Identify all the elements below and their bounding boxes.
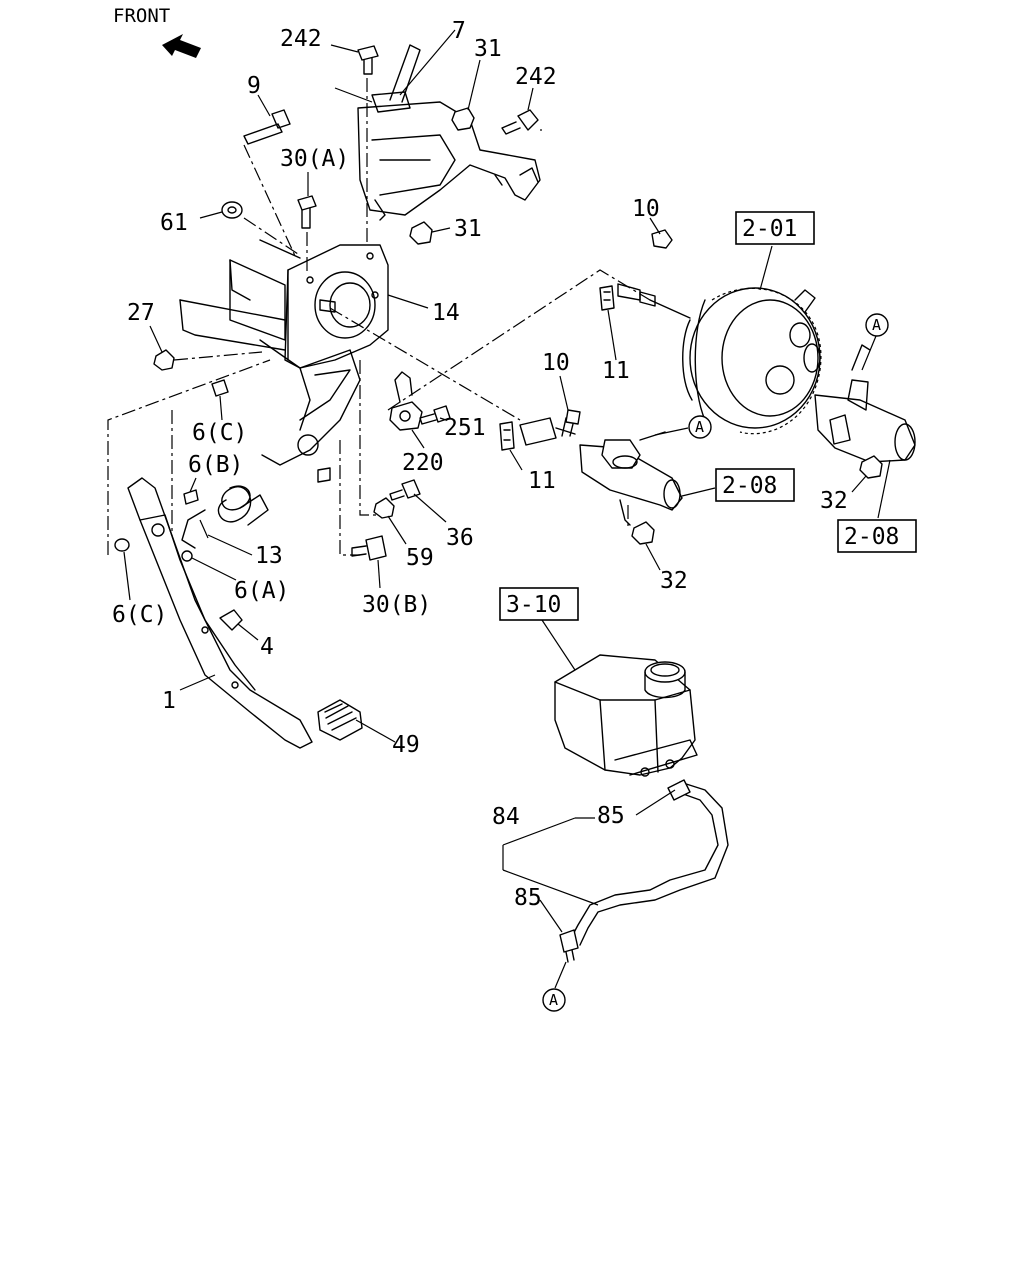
clip-11-mid — [499, 421, 515, 451]
circled-letter-icon: A — [865, 313, 889, 337]
nut-59 — [373, 497, 395, 519]
pedal-bracket — [179, 239, 389, 466]
bolt-36 — [389, 479, 421, 501]
label-85-top: 85 — [597, 803, 625, 829]
circle-a-right-label: A — [872, 316, 881, 334]
bolt-242-top — [357, 45, 379, 75]
front-label: FRONT — [113, 5, 170, 27]
circle-a-mid-label: A — [695, 418, 704, 436]
nut-31-top — [451, 107, 475, 131]
label-6a: 6(A) — [234, 578, 289, 604]
pedal-pad-49 — [317, 699, 363, 741]
nut-32-right — [859, 455, 883, 479]
label-59: 59 — [406, 545, 434, 571]
ref-box-2-01[interactable]: 2-01 — [735, 211, 815, 245]
fitting-mid — [519, 417, 576, 446]
label-14: 14 — [432, 300, 460, 326]
label-84: 84 — [492, 804, 520, 830]
label-36: 36 — [446, 525, 474, 551]
hose-84 — [559, 779, 729, 963]
bolt-30a — [297, 195, 317, 229]
circled-letter-icon: A — [688, 415, 712, 439]
part-labels: 242 7 31 242 9 30(A) 61 31 10 14 27 11 1… — [112, 18, 848, 911]
bushing-6a — [181, 550, 193, 562]
label-32-right: 32 — [820, 488, 848, 514]
clevis-4 — [219, 609, 243, 631]
label-31-top: 31 — [474, 36, 502, 62]
label-1: 1 — [162, 688, 176, 714]
label-251: 251 — [444, 415, 486, 441]
label-242-right: 242 — [515, 64, 557, 90]
master-cylinder-mid — [579, 431, 683, 530]
label-13: 13 — [255, 543, 283, 569]
ref-box-2-08-right[interactable]: 2-08 — [837, 519, 917, 553]
bolt-10-mid — [561, 409, 581, 437]
label-10-top: 10 — [632, 196, 660, 222]
label-11-mid: 11 — [528, 468, 556, 494]
ref-box-3-10-label: 3-10 — [506, 592, 561, 618]
bolt-251 — [419, 405, 451, 425]
ref-box-2-01-label: 2-01 — [742, 216, 797, 242]
bushing-6c-left — [114, 538, 130, 552]
ref-box-2-08-right-label: 2-08 — [844, 524, 899, 550]
label-9: 9 — [247, 73, 261, 99]
label-6c-left: 6(C) — [112, 602, 167, 628]
label-220: 220 — [402, 450, 444, 476]
bolt-30b — [351, 535, 387, 561]
label-6b: 6(B) — [188, 452, 243, 478]
washer-61 — [221, 201, 243, 219]
nut-32-mid — [631, 521, 655, 545]
label-242-top: 242 — [280, 26, 322, 52]
nut-31-mid — [409, 221, 433, 245]
brake-pedal — [127, 477, 313, 749]
label-30b: 30(B) — [362, 592, 431, 618]
label-49: 49 — [392, 732, 420, 758]
circled-letter-icon: A — [542, 988, 566, 1012]
clip-11-top — [599, 285, 615, 311]
label-6c-mid: 6(C) — [192, 420, 247, 446]
leader-lines — [123, 29, 891, 989]
label-11-top: 11 — [602, 358, 630, 384]
bushing-6c-mid — [211, 379, 229, 397]
clip-6b — [183, 489, 199, 505]
label-4: 4 — [260, 634, 274, 660]
brake-booster — [617, 283, 822, 435]
label-30a: 30(A) — [280, 146, 349, 172]
label-85-bottom: 85 — [514, 885, 542, 911]
reservoir-tank — [554, 654, 698, 777]
circle-a-bottom-label: A — [549, 991, 558, 1009]
label-31-mid: 31 — [454, 216, 482, 242]
label-27: 27 — [127, 300, 155, 326]
spring-13 — [181, 485, 269, 549]
label-61: 61 — [160, 210, 188, 236]
bolt-9 — [243, 109, 291, 145]
ref-box-2-08-mid[interactable]: 2-08 — [715, 468, 795, 502]
ref-box-2-08-mid-label: 2-08 — [722, 473, 777, 499]
label-32-mid: 32 — [660, 568, 688, 594]
ref-box-3-10[interactable]: 3-10 — [499, 587, 579, 621]
master-cylinder-right — [814, 344, 916, 463]
bolt-242-right — [501, 109, 539, 135]
arrow-upper-left-icon — [162, 34, 201, 58]
label-7: 7 — [452, 18, 466, 44]
label-10-mid: 10 — [542, 350, 570, 376]
switch-220 — [389, 371, 423, 431]
nut-27 — [153, 349, 175, 371]
upper-bracket — [357, 44, 541, 221]
cap-10-top — [651, 229, 673, 249]
